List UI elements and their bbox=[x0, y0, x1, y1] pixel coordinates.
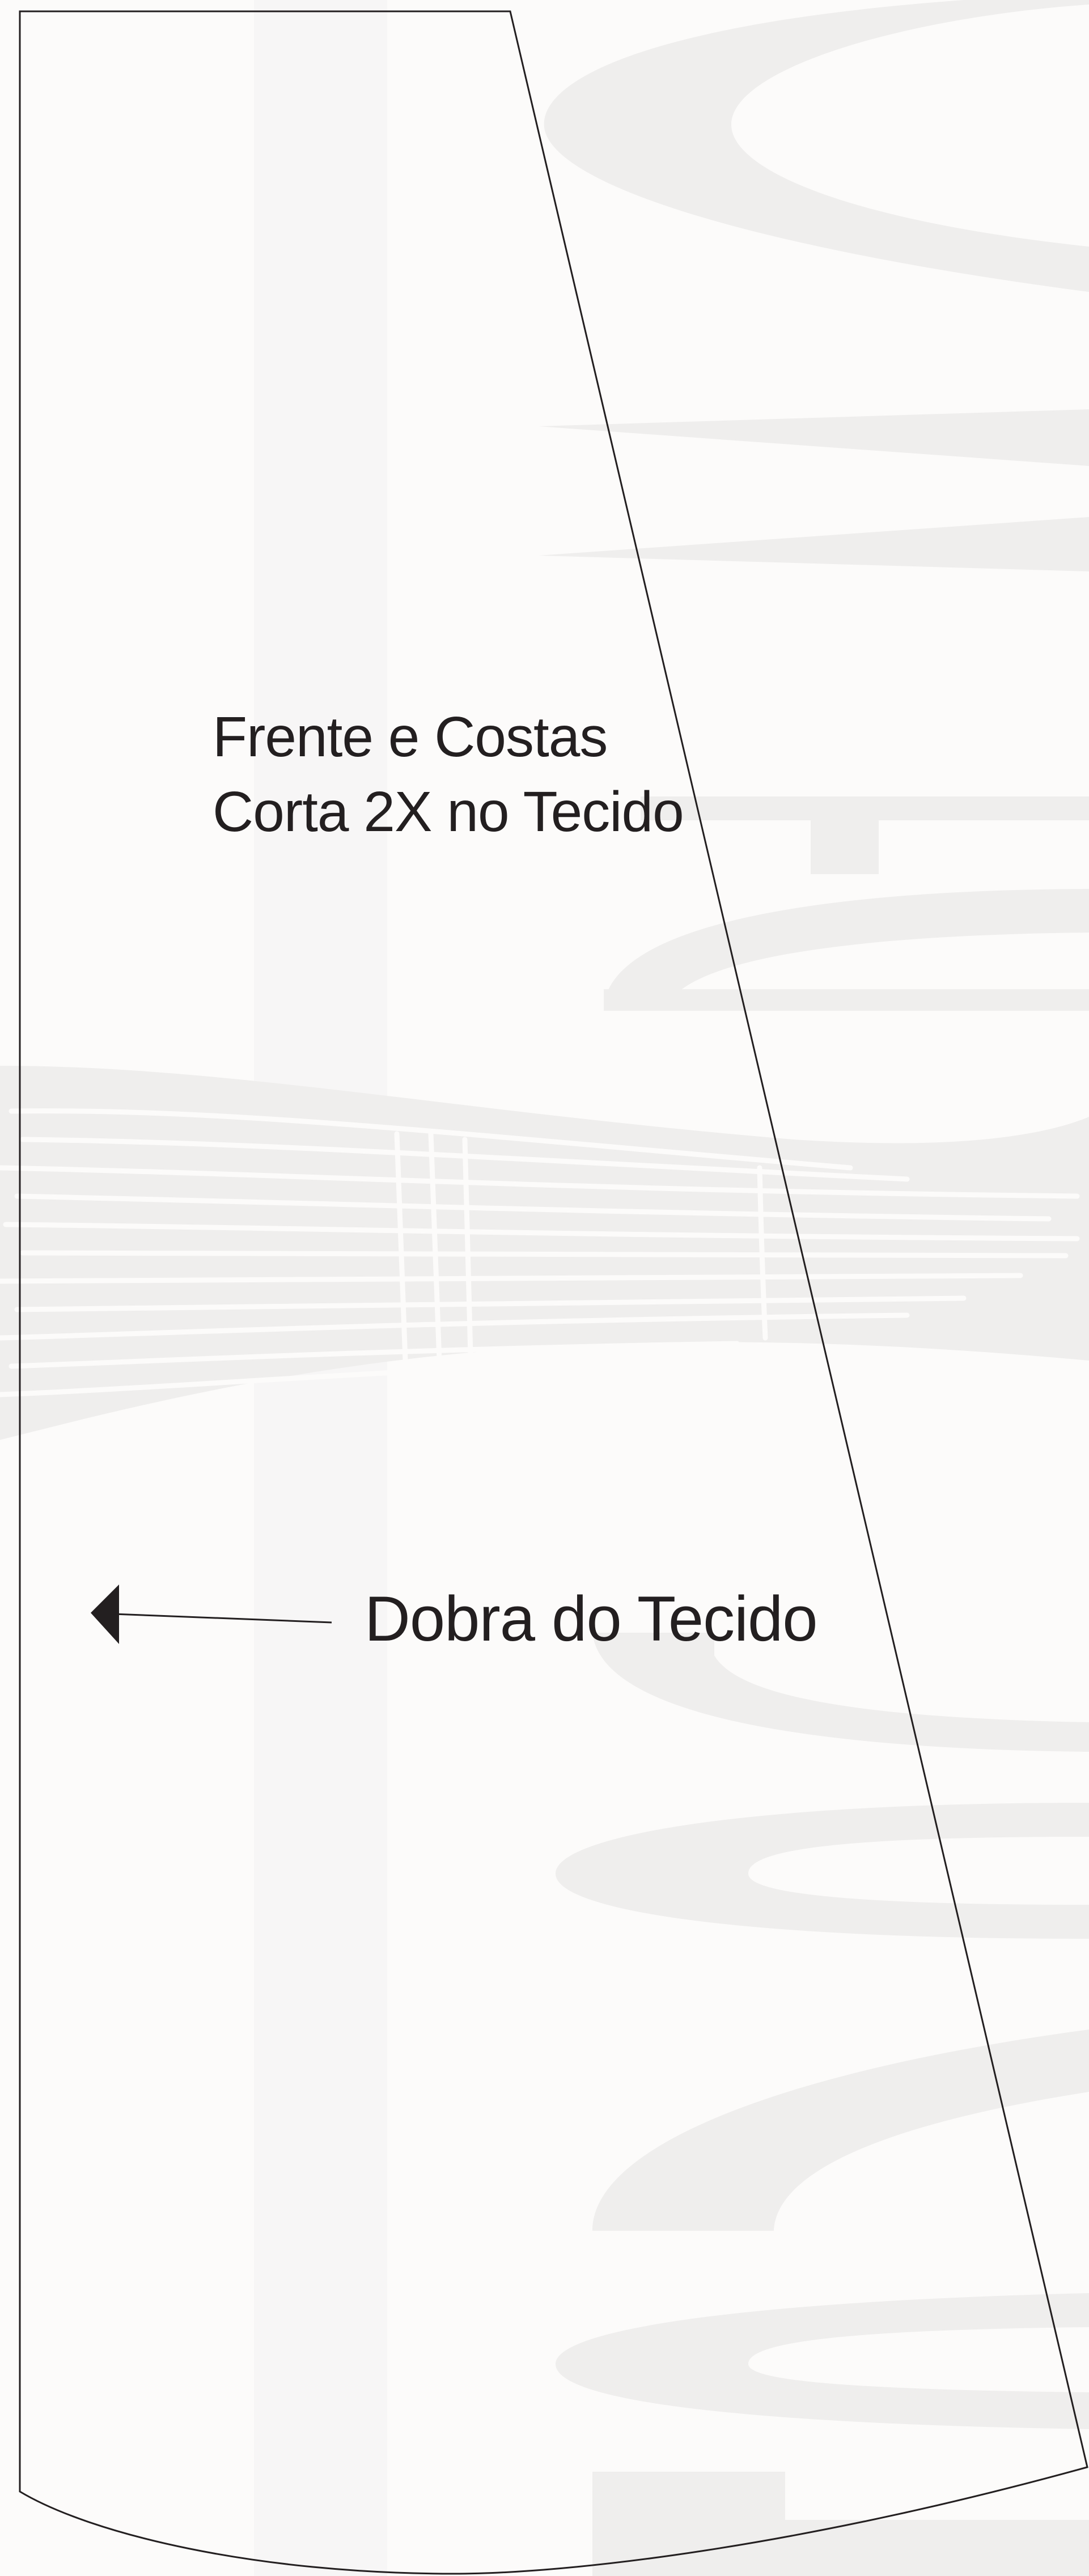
fold-arrow bbox=[91, 1584, 332, 1644]
watermark-ellipse-2 bbox=[556, 2293, 1089, 2429]
watermark-wedge-2 bbox=[539, 517, 1089, 571]
fold-arrow-shaft bbox=[113, 1613, 332, 1624]
watermark-scribble-strokes bbox=[0, 1108, 1080, 1397]
watermark-block-bottom bbox=[592, 2472, 785, 2576]
pattern-outline bbox=[19, 10, 1088, 2575]
watermark-curve-mid bbox=[604, 889, 1089, 1009]
piece-title: Frente e Costas bbox=[213, 705, 608, 769]
watermark-curve-top bbox=[544, 0, 1089, 292]
watermark-wedge-1 bbox=[539, 409, 1089, 466]
watermark-curve-low-2 bbox=[592, 2030, 1089, 2231]
watermark-curve-low-1 bbox=[592, 1633, 1089, 1752]
cutting-instruction: Corta 2X no Tecido bbox=[213, 780, 684, 844]
watermark-block-bottom-2 bbox=[785, 2520, 1089, 2576]
watermark-bar-2 bbox=[604, 989, 1089, 1011]
fold-label: Dobra do Tecido bbox=[365, 1583, 818, 1654]
watermark-bar-stem bbox=[811, 820, 879, 874]
arrow-left-icon bbox=[91, 1584, 119, 1644]
watermark-bar-1 bbox=[641, 796, 1089, 820]
